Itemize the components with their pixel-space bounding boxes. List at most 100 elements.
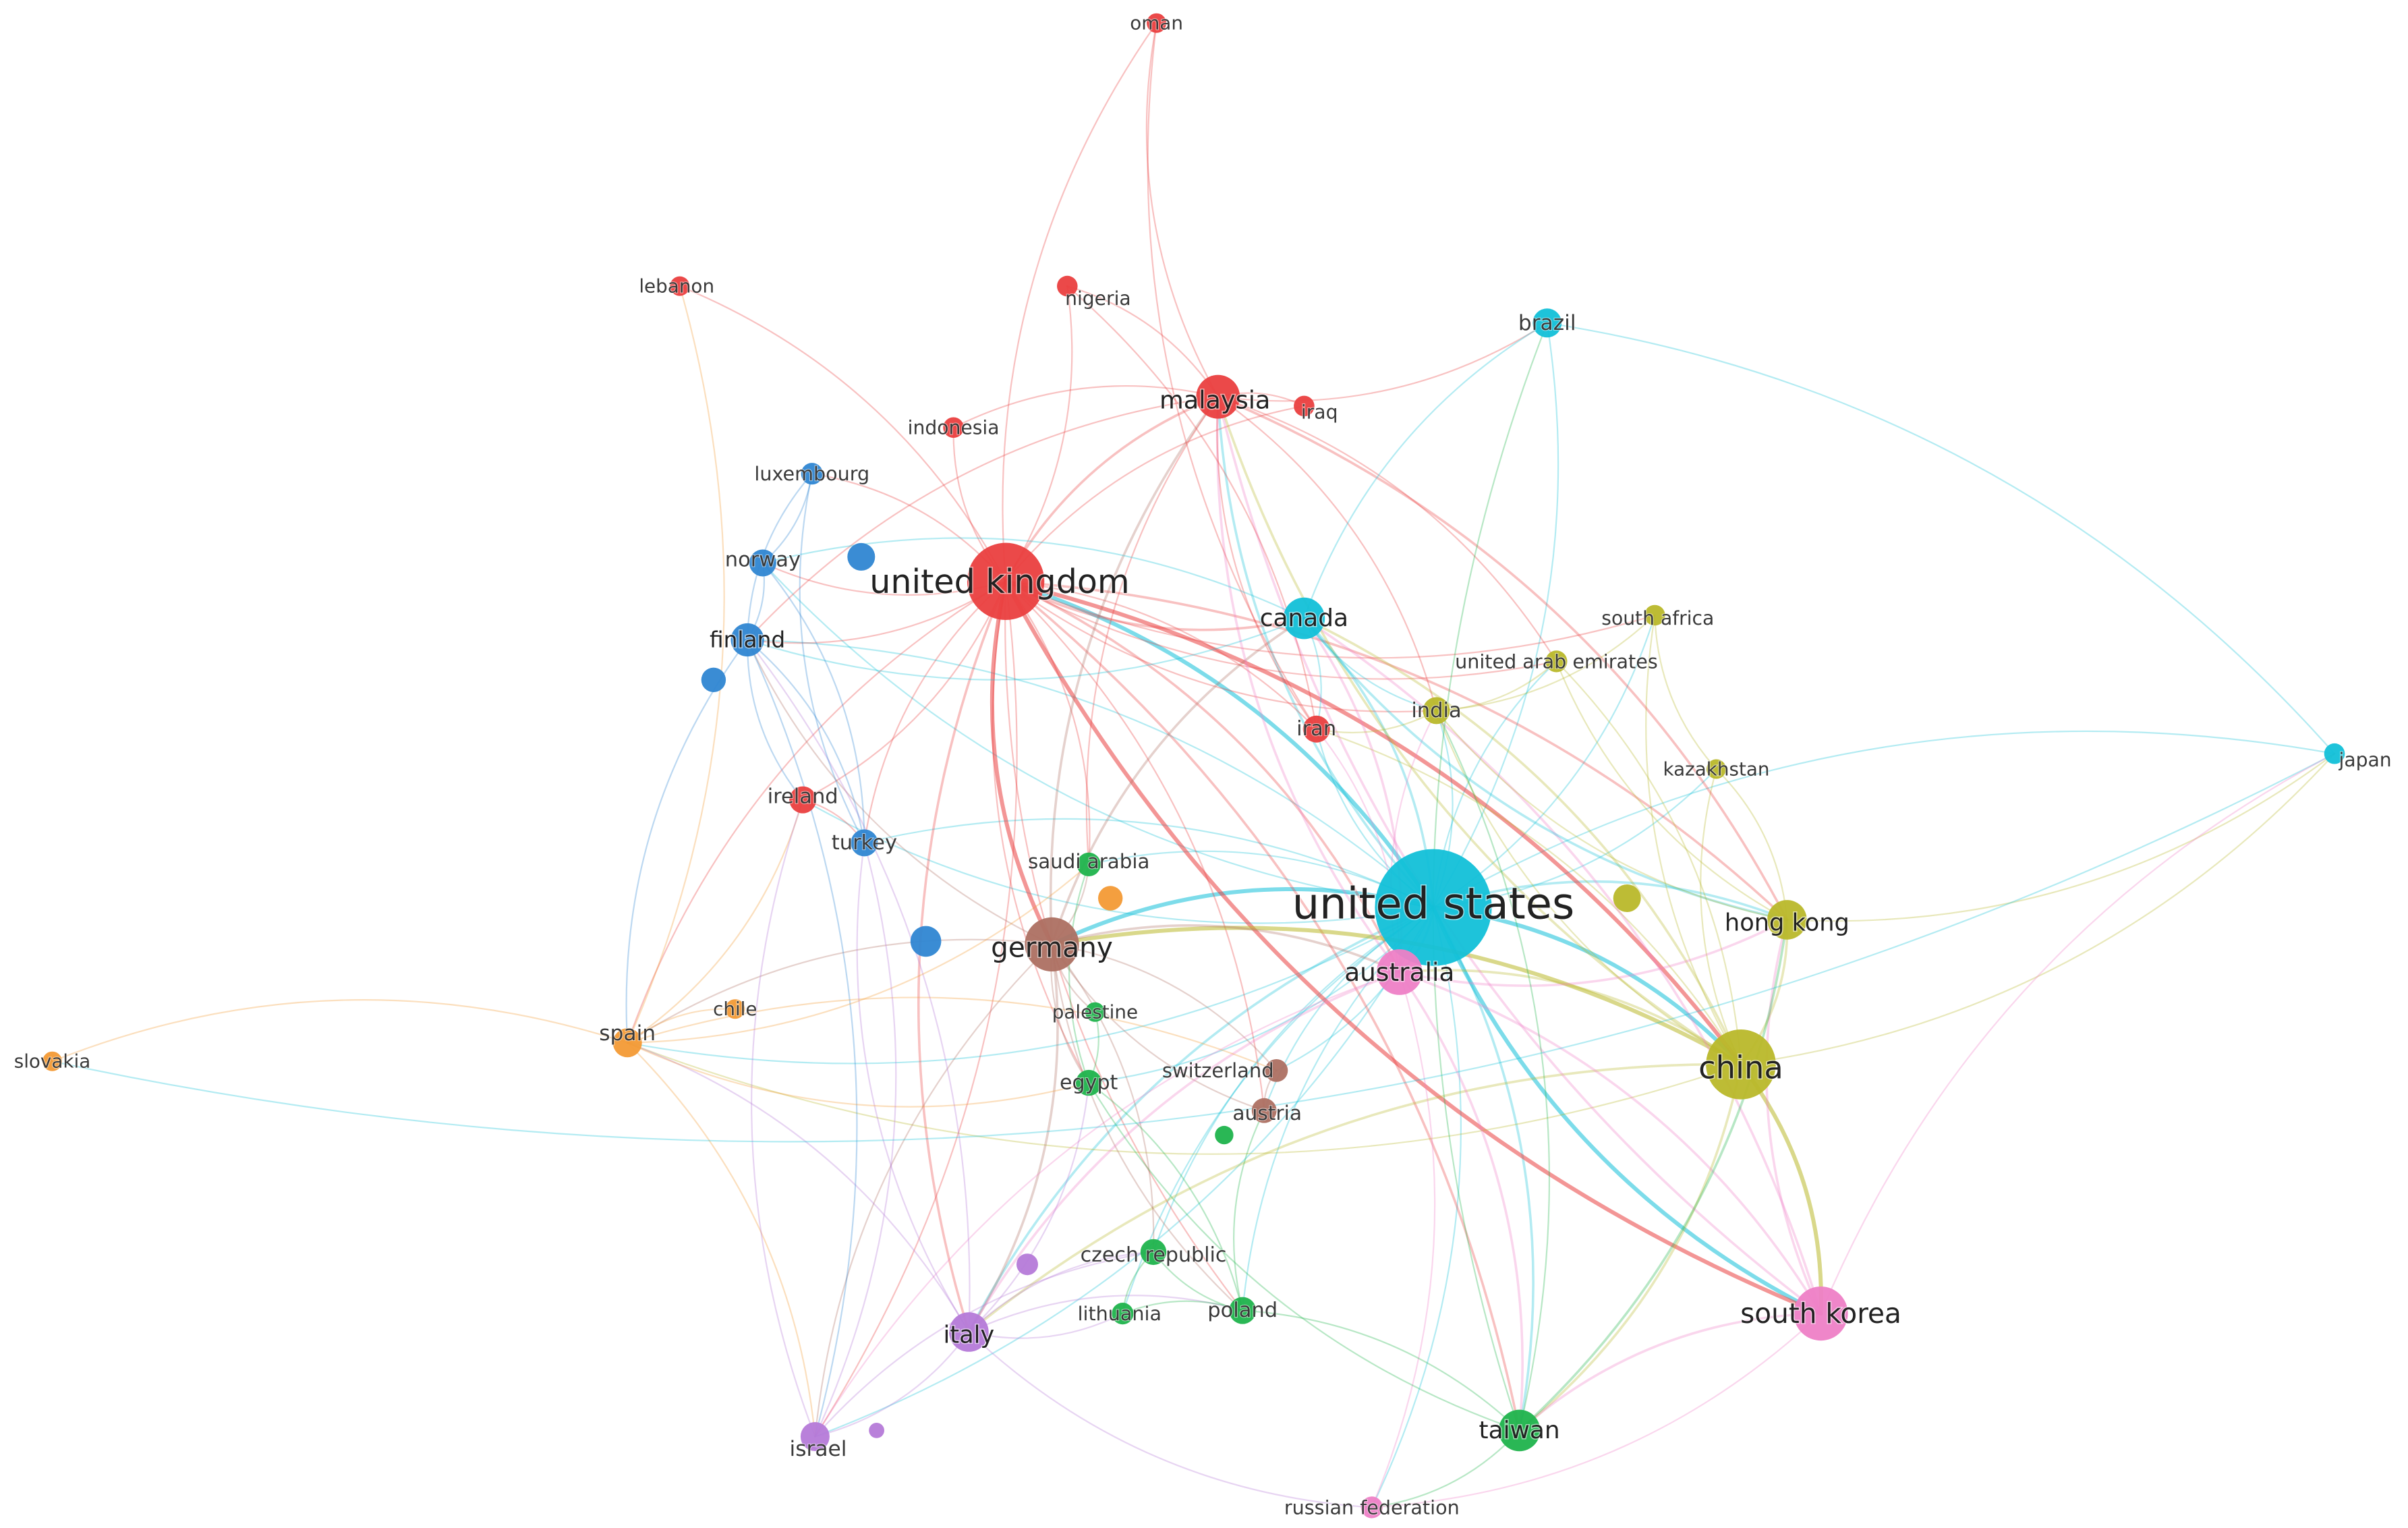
edge-layer (51, 22, 2336, 1508)
link-china-iran (1315, 728, 1742, 1065)
satellite-node-8[interactable] (869, 1423, 884, 1438)
node-switzerland[interactable] (1265, 1059, 1288, 1082)
satellite-node-2[interactable] (701, 667, 726, 692)
label-poland: poland (1207, 1299, 1278, 1322)
node-malaysia[interactable] (1196, 374, 1240, 419)
satellite-node-3[interactable] (910, 926, 942, 957)
link-italy-egypt (968, 1082, 1090, 1333)
link-lebanon-spain (627, 285, 725, 1044)
link-canada-norway (762, 537, 1305, 619)
link-united-states-israel (814, 907, 1435, 1438)
link-united-states-ireland (802, 799, 1435, 924)
link-canada-india (1303, 617, 1437, 712)
link-malaysia-iran (1216, 396, 1317, 730)
node-india[interactable] (1423, 697, 1450, 725)
node-spain[interactable] (612, 1028, 642, 1058)
link-united-kingdom-canada (1004, 580, 1306, 631)
link-spain-switzerland (627, 996, 1278, 1071)
satellite-node-5[interactable] (1098, 886, 1123, 911)
node-israel[interactable] (800, 1422, 830, 1451)
link-germany-malaysia (1049, 395, 1220, 946)
link-united-states-italy (967, 906, 1435, 1334)
node-canada[interactable] (1283, 597, 1325, 640)
node-united-kingdom[interactable] (967, 542, 1045, 620)
node-ireland[interactable] (789, 786, 817, 814)
link-china-japan (1740, 753, 2336, 1065)
node-austria[interactable] (1251, 1098, 1277, 1123)
node-hong-kong[interactable] (1767, 900, 1807, 940)
node-nigeria[interactable] (1057, 275, 1078, 297)
label-saudi-arabia: saudi arabia (1028, 850, 1149, 873)
node-turkey[interactable] (851, 829, 878, 857)
link-finland-israel (747, 639, 858, 1438)
link-canada-finland (747, 617, 1305, 681)
node-layer (42, 13, 2345, 1519)
node-taiwan[interactable] (1498, 1409, 1541, 1452)
label-kazakhstan: kazakhstan (1663, 758, 1769, 781)
link-finland-turkey (747, 639, 865, 844)
node-united-states[interactable] (1375, 849, 1492, 966)
node-kazakhstan[interactable] (1707, 759, 1726, 779)
node-luxembourg[interactable] (801, 463, 823, 485)
link-germany-finland (747, 639, 1053, 945)
satellite-node-7[interactable] (1016, 1253, 1038, 1276)
node-palestine[interactable] (1085, 1002, 1105, 1022)
label-south-africa: south africa (1601, 607, 1714, 629)
link-united-states-brazil (1432, 322, 1559, 909)
node-poland[interactable] (1229, 1297, 1257, 1324)
link-russian-federation-italy (968, 1331, 1373, 1508)
node-egypt[interactable] (1076, 1069, 1102, 1096)
node-united-arab-emirates[interactable] (1545, 650, 1568, 673)
label-israel: israel (790, 1437, 847, 1461)
node-norway[interactable] (749, 549, 776, 577)
link-malaysia-saudi-arabia (1085, 396, 1219, 866)
link-japan-slovakia (51, 753, 2336, 1143)
node-germany[interactable] (1025, 917, 1079, 971)
label-hong-kong: hong kong (1725, 909, 1850, 937)
link-united-kingdom-south-korea (1004, 579, 1823, 1316)
node-lithuania[interactable] (1112, 1303, 1134, 1325)
link-russian-federation-taiwan (1371, 1430, 1520, 1508)
node-south-korea[interactable] (1794, 1286, 1848, 1341)
satellite-node-1[interactable] (847, 542, 876, 571)
link-italy-finland (747, 639, 971, 1333)
link-united-kingdom-germany (990, 579, 1054, 946)
link-ireland-israel (751, 799, 816, 1438)
node-china[interactable] (1706, 1029, 1776, 1100)
link-india-south-africa (1435, 614, 1656, 712)
link-united-kingdom-united-arab-emirates (1005, 580, 1557, 680)
node-iran[interactable] (1302, 715, 1330, 743)
node-oman[interactable] (1147, 13, 1167, 33)
node-saudi-arabia[interactable] (1077, 852, 1101, 876)
node-south-africa[interactable] (1644, 604, 1665, 626)
node-slovakia[interactable] (42, 1051, 62, 1071)
node-indonesia[interactable] (943, 417, 964, 438)
label-united-arab-emirates: united arab emirates (1455, 650, 1658, 673)
link-germany-spain (627, 938, 1053, 1044)
link-germany-australia (1050, 924, 1401, 973)
node-iraq[interactable] (1294, 395, 1315, 417)
link-australia-taiwan (1398, 971, 1524, 1432)
link-china-south-korea (1739, 1062, 1823, 1316)
link-taiwan-india (1435, 710, 1550, 1432)
satellite-node-4[interactable] (1613, 884, 1641, 912)
label-taiwan: taiwan (1479, 1417, 1560, 1444)
node-italy[interactable] (949, 1312, 989, 1352)
node-czech-republic[interactable] (1140, 1239, 1167, 1266)
node-chile[interactable] (725, 999, 745, 1019)
link-south-korea-taiwan (1518, 1312, 1823, 1432)
node-australia[interactable] (1376, 949, 1423, 995)
node-japan[interactable] (2324, 743, 2345, 764)
label-switzerland: switzerland (1162, 1059, 1274, 1082)
satellite-node-6[interactable] (1215, 1125, 1234, 1145)
label-slovakia: slovakia (14, 1050, 91, 1073)
node-lebanon[interactable] (670, 276, 690, 296)
link-united-states-japan (1432, 730, 2336, 909)
node-brazil[interactable] (1532, 308, 1562, 338)
node-finland[interactable] (730, 623, 764, 657)
link-nigeria-iran (1066, 285, 1317, 730)
link-united-states-finland (747, 639, 1435, 909)
link-luxembourg-turkey (799, 473, 865, 844)
node-russian-federation[interactable] (1360, 1496, 1383, 1519)
